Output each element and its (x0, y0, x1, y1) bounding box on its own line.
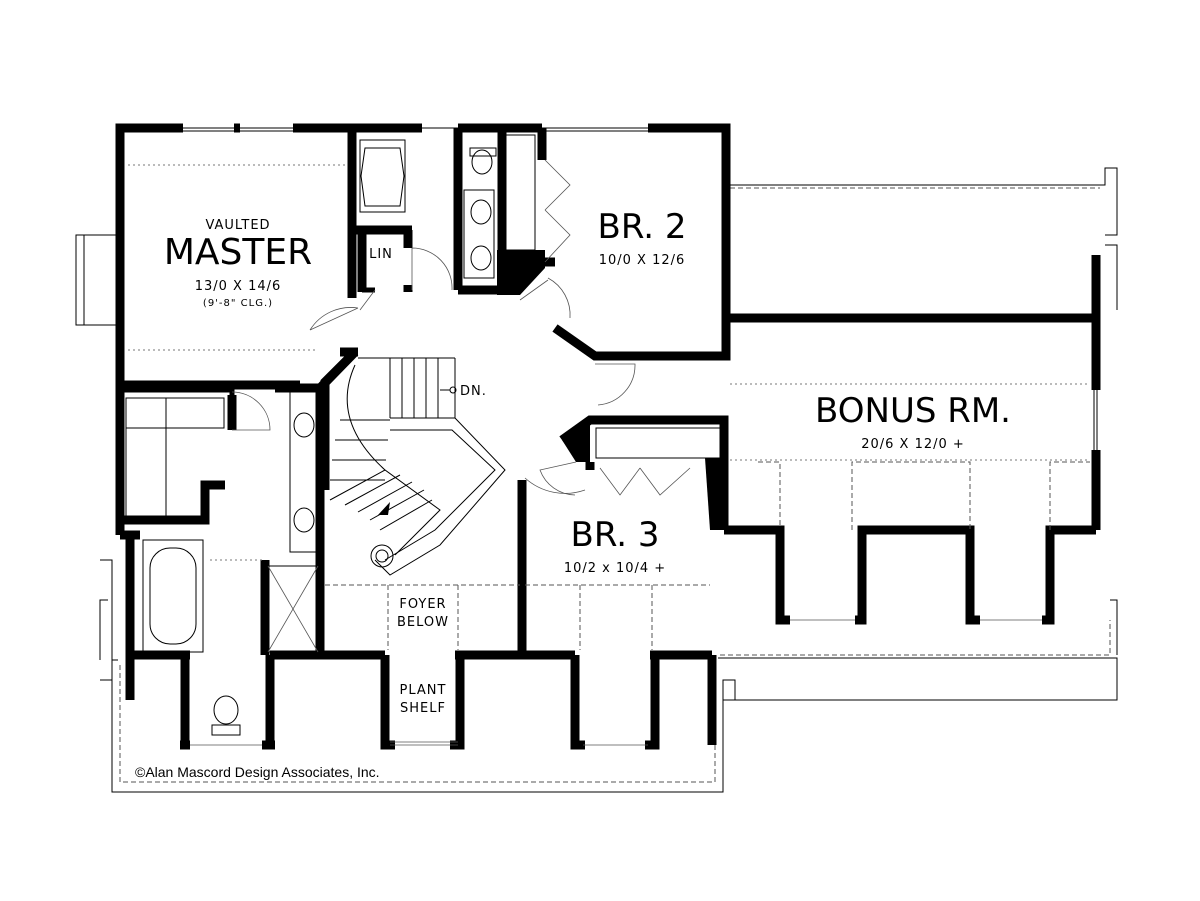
linen-label: LIN (369, 247, 393, 262)
master-name: MASTER (164, 232, 312, 273)
copyright-notice: ©Alan Mascord Design Associates, Inc. (135, 764, 380, 780)
stairs-down-label: DN. (460, 384, 487, 399)
plant-shelf-line1: PLANT (400, 683, 447, 698)
br3-dimensions: 10/2 x 10/4 + (564, 561, 666, 576)
fixtures (142, 139, 497, 736)
master-dimensions: 13/0 X 14/6 (195, 279, 282, 294)
plant-shelf-line2: SHELF (400, 701, 446, 716)
bonus-dimensions: 20/6 X 12/0 + (861, 437, 965, 452)
foyer-label-line1: FOYER (399, 597, 446, 612)
br3-name: BR. 3 (571, 515, 660, 555)
br2-dimensions: 10/0 X 12/6 (599, 253, 686, 268)
closet-shelves (125, 134, 721, 517)
walls (115, 123, 1101, 750)
foyer-label-line2: BELOW (397, 615, 449, 630)
master-ceiling: (9'-8" CLG.) (203, 298, 273, 309)
br2-name: BR. 2 (598, 207, 687, 247)
bonus-name: BONUS RM. (815, 391, 1011, 431)
doors (231, 159, 691, 496)
ceiling-lines (128, 164, 1090, 746)
stairs (329, 357, 506, 576)
master-qualifier: VAULTED (205, 218, 270, 233)
